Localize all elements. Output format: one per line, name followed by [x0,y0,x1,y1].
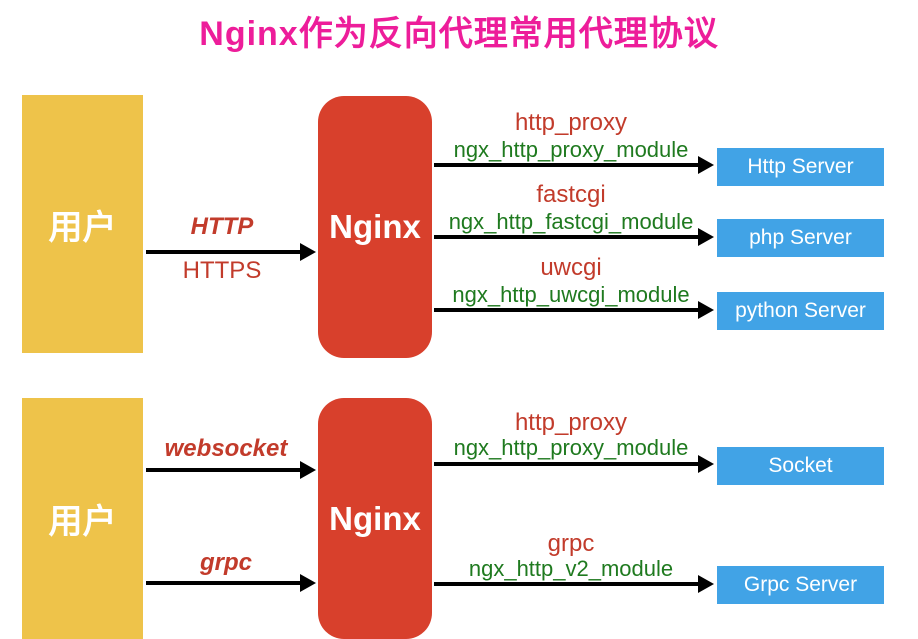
module-label-proxy-module: ngx_http_proxy_module [453,137,689,162]
user-label-top: 用户 [48,208,117,247]
server-box-socket: Socket [717,447,884,485]
user-label-bottom: 用户 [48,503,117,541]
nginx-label-bottom: Nginx [329,499,421,537]
server-label-python: python Server [735,299,866,322]
input-label-grpc: grpc [199,549,252,576]
server-box-python: python Server [717,292,884,330]
server-box-php: php Server [717,219,884,257]
protocol-label-http-proxy-bottom: http_proxy [514,409,628,436]
module-label-uwcgi-module: ngx_http_uwcgi_module [452,282,690,307]
protocol-label-fastcgi: fastcgi [536,181,606,208]
input-label-http: HTTP [190,213,254,240]
protocol-label-uwcgi: uwcgi [540,254,602,281]
user-box-bottom: 用户 [22,398,143,639]
module-label-fastcgi-module: ngx_http_fastcgi_module [448,209,694,234]
page-title: Nginx作为反向代理常用代理协议 [199,15,719,53]
server-label-socket: Socket [768,454,833,477]
nginx-box-top: Nginx [318,96,432,358]
arrow-user-to-nginx-websocket [146,468,300,472]
server-label-php: php Server [749,226,852,249]
server-box-http: Http Server [717,148,884,186]
server-label-http: Http Server [747,155,854,178]
input-label-https: HTTPS [182,257,262,284]
protocol-label-grpc: grpc [547,530,595,557]
module-label-proxy-module-bottom: ngx_http_proxy_module [453,435,689,460]
server-label-grpc: Grpc Server [743,573,858,596]
server-box-grpc: Grpc Server [717,566,884,604]
nginx-box-bottom: Nginx [318,398,432,639]
arrow-user-to-nginx-top [146,250,300,254]
arrow-nginx-to-socket [434,462,698,466]
module-label-v2-module: ngx_http_v2_module [468,556,674,581]
arrow-nginx-to-python-server [434,308,698,312]
arrow-nginx-to-grpc-server [434,582,698,586]
input-label-websocket: websocket [164,435,288,462]
nginx-label-top: Nginx [329,208,421,245]
arrow-nginx-to-http-server [434,163,698,167]
protocol-label-http-proxy: http_proxy [514,109,628,136]
arrow-user-to-nginx-grpc [146,581,300,585]
arrow-nginx-to-php-server [434,235,698,239]
user-box-top: 用户 [22,95,143,353]
